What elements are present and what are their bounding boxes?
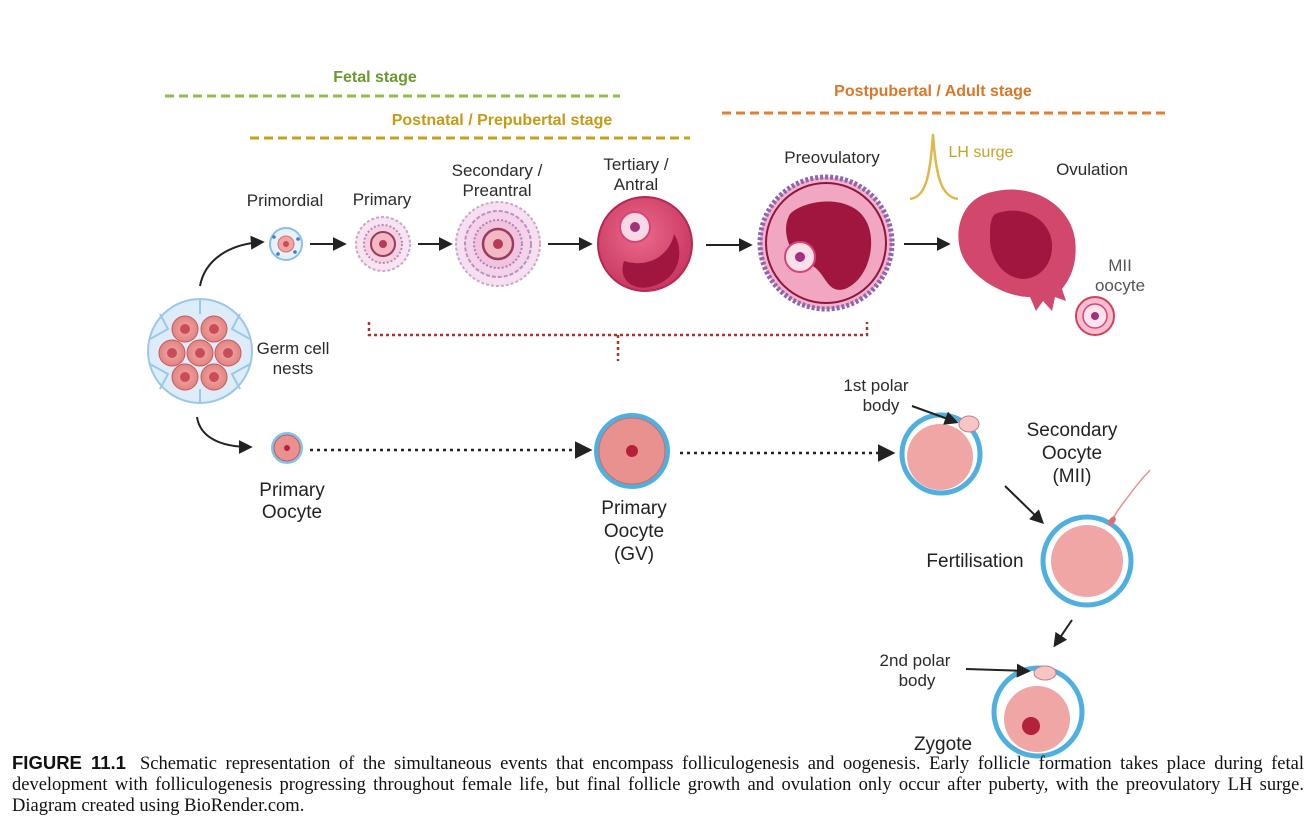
tertiary-label-2: Antral	[614, 175, 658, 194]
secondary-follicle	[455, 201, 541, 287]
secondary-oocyte-label-1: Secondary	[1027, 420, 1118, 441]
zygote-label: Zygote	[914, 734, 972, 755]
tertiary-label-1: Tertiary /	[603, 155, 668, 174]
arrow-nest-to-primary-oocyte	[196, 416, 253, 454]
germ-cell-nests-label-1: Germ cell	[257, 339, 330, 358]
secondary-label-2: Preantral	[463, 181, 532, 200]
first-polar-body	[958, 415, 980, 433]
lh-surge-curve	[909, 133, 959, 201]
mii-label-2: oocyte	[1095, 276, 1145, 295]
second-polar-body	[1033, 665, 1057, 681]
preovulatory-label: Preovulatory	[784, 148, 880, 167]
postnatal-stage-label: Postnatal / Prepubertal stage	[392, 112, 613, 129]
ovulation-label: Ovulation	[1056, 160, 1128, 179]
ovulated-follicle	[958, 189, 1076, 311]
stage-lines: Fetal stage Postnatal / Prepubertal stag…	[165, 69, 1168, 140]
preovulatory-follicle	[757, 174, 895, 312]
primary-label: Primary	[353, 190, 412, 209]
fertilisation-label: Fertilisation	[926, 551, 1023, 572]
gv-oocyte	[594, 413, 670, 489]
fetal-stage-label: Fetal stage	[333, 69, 417, 86]
arrow-secondary-to-fertilisation	[1004, 485, 1045, 524]
first-polar-body-label-1: 1st polar	[843, 376, 909, 395]
second-polar-body-label-1: 2nd polar	[880, 651, 951, 670]
tertiary-follicle	[597, 196, 693, 292]
follicle-oocyte-connector	[367, 322, 869, 361]
primordial-label: Primordial	[247, 191, 324, 210]
first-polar-body-label-2: body	[863, 396, 900, 415]
postpubertal-stage-label: Postpubertal / Adult stage	[834, 83, 1032, 100]
primary-follicle	[355, 216, 411, 272]
sperm	[1111, 469, 1151, 521]
germ-cell-nests-label-2: nests	[273, 359, 314, 378]
caption-text: Schematic representation of the simultan…	[12, 754, 1305, 816]
secondary-oocyte	[899, 412, 983, 496]
figure-label: FIGURE 11.1	[12, 752, 126, 773]
second-polar-body-label-2: body	[899, 671, 936, 690]
mii-label-1: MII	[1108, 256, 1132, 275]
gv-oocyte-label-3: (GV)	[614, 544, 654, 565]
zygote	[991, 665, 1085, 759]
primary-oocyte-label-2: Oocyte	[262, 502, 322, 523]
secondary-oocyte-label-2: Oocyte	[1042, 443, 1102, 464]
gv-oocyte-label-1: Primary	[601, 498, 667, 519]
secondary-oocyte-label-3: (MII)	[1052, 466, 1091, 487]
arrow-to-second-polar-body	[965, 663, 1031, 678]
germ-cell-nest	[147, 298, 253, 404]
arrow-fertilisation-to-zygote	[1053, 619, 1073, 648]
mii-oocyte	[1075, 296, 1115, 336]
gv-oocyte-label-2: Oocyte	[604, 521, 664, 542]
fertilised-oocyte	[1040, 469, 1151, 608]
arrow-nest-to-primordial	[199, 235, 265, 287]
primary-oocyte	[271, 432, 303, 464]
secondary-label-1: Secondary /	[452, 161, 543, 180]
lh-surge-label: LH surge	[949, 144, 1014, 161]
primary-oocyte-label-1: Primary	[259, 480, 325, 501]
primordial-follicle	[269, 227, 303, 261]
arrow-to-first-polar-body	[911, 405, 959, 425]
